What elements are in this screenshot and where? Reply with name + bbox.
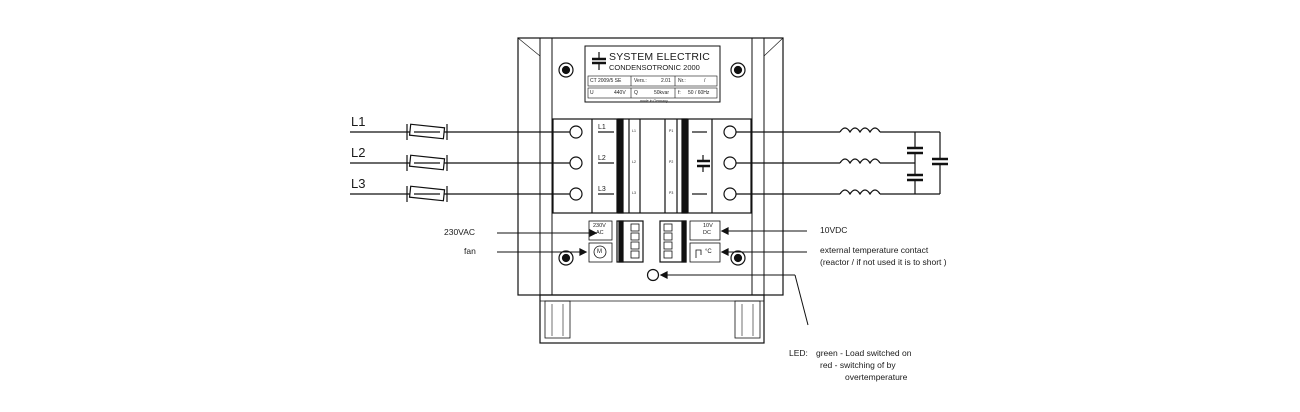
number-label: Nr.: (678, 78, 686, 84)
mounting-screw-top-right (730, 62, 746, 78)
temp-connector-box (689, 242, 721, 263)
fan-label: fan (464, 246, 476, 256)
dc-box-line2: DC (703, 230, 711, 236)
control-terminal-left (616, 220, 644, 263)
capacitor-symbol (697, 155, 710, 172)
power-terminal-block (552, 118, 752, 214)
voltage-label: U (590, 90, 594, 96)
small-label-p1: P1 (669, 129, 674, 133)
fuse-l2 (406, 154, 448, 171)
led-legend-green: green - Load switched on (816, 348, 912, 358)
version-value: 2.01 (661, 78, 671, 84)
small-label-p2: P2 (669, 160, 674, 164)
ext-temp-label-1: external temperature contact (820, 245, 929, 255)
power-label: Q (634, 90, 638, 96)
terminal-label-l3: L3 (598, 186, 606, 193)
led-legend-prefix: LED: (789, 348, 808, 358)
phase-label-l2: L2 (351, 145, 366, 160)
terminal-screw-right-3 (723, 187, 737, 201)
led-legend-red-2: overtemperature (845, 372, 908, 382)
ac-box-line1: 230V (593, 223, 606, 229)
small-label-p3: P3 (669, 191, 674, 195)
capacitor-bank (907, 132, 948, 194)
terminal-label-l2: L2 (598, 155, 606, 162)
dc-connector-box (689, 220, 721, 241)
product-name: CONDENSOTRONIC 2000 (609, 63, 700, 72)
phase-label-l3: L3 (351, 176, 366, 191)
heat-sink (539, 294, 765, 344)
fuse-l1 (406, 123, 448, 140)
ext-temp-label-2: (reactor / if not used it is to short ) (820, 257, 947, 267)
reactor-coil-1 (839, 127, 881, 134)
fan-connector-box (588, 242, 613, 263)
temp-symbol: °C (705, 249, 712, 255)
led-legend-red-1: red - switching of by (820, 360, 896, 370)
phase-label-l1: L1 (351, 114, 366, 129)
mounting-screw-bottom-right (730, 250, 746, 266)
terminal-screw-left-1 (569, 125, 583, 139)
origin-text: made in Germany (640, 99, 668, 103)
reactor-coil-2 (839, 158, 881, 165)
vac-label: 230VAC (444, 227, 476, 237)
small-label-l2: L2 (632, 160, 636, 164)
mounting-screw-top-left (558, 62, 574, 78)
ac-box-line2: AC (596, 230, 604, 236)
power-value: 50kvar (654, 90, 670, 96)
brand-name: SYSTEM ELECTRIC (609, 51, 711, 63)
status-led (646, 268, 660, 282)
ac-connector-box (588, 220, 613, 241)
type-field: CT 2009/5 SE (590, 78, 622, 84)
fuse-l3 (406, 185, 448, 202)
vdc-label: 10VDC (820, 225, 848, 235)
number-value: / (704, 78, 706, 84)
terminal-screw-right-2 (723, 156, 737, 170)
reactor-coil-3 (839, 189, 881, 196)
terminal-screw-right-1 (723, 125, 737, 139)
terminal-screw-left-3 (569, 187, 583, 201)
voltage-value: 440V (614, 90, 626, 96)
fan-motor-symbol: M (597, 249, 602, 255)
freq-label: f: (678, 90, 681, 96)
housing (517, 37, 784, 296)
freq-value: 50 / 60Hz (688, 90, 710, 96)
mounting-screw-bottom-left (558, 250, 574, 266)
version-label: Vers.: (634, 78, 647, 84)
dc-box-line1: 10V (703, 223, 713, 229)
terminal-label-l1: L1 (598, 124, 606, 131)
terminal-screw-left-2 (569, 156, 583, 170)
small-label-l3: L3 (632, 191, 636, 195)
small-label-l1: L1 (632, 129, 636, 133)
nameplate (584, 45, 721, 103)
